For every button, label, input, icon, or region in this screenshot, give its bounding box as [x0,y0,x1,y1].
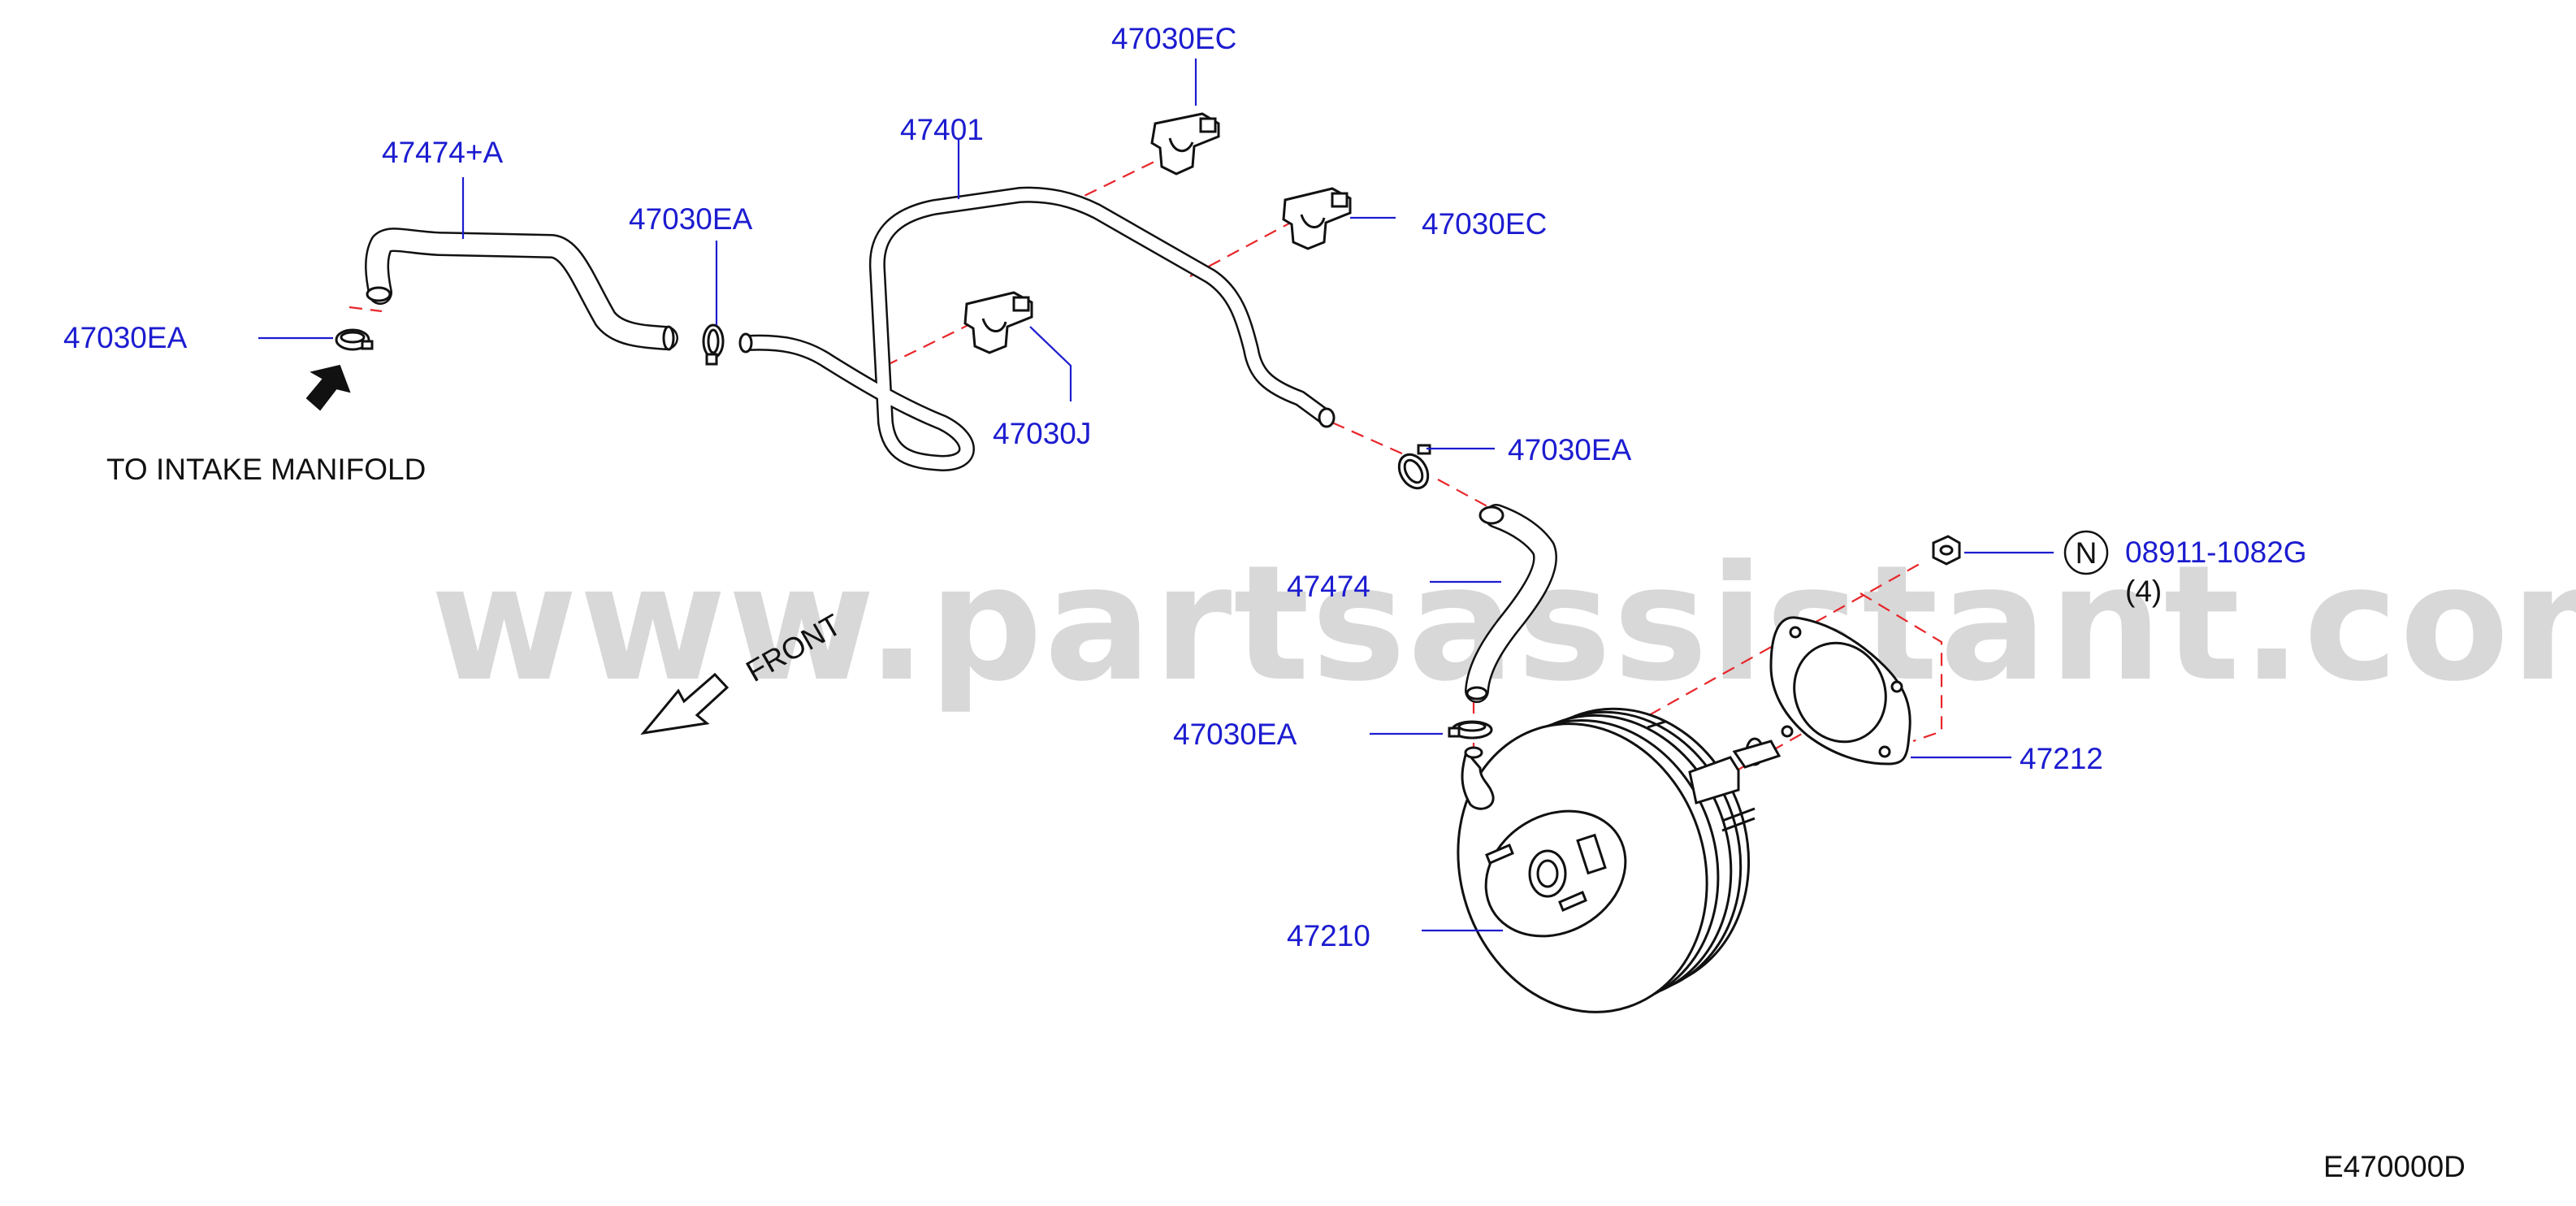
gasket-47212[interactable] [1769,616,1911,766]
part-label-08911-1082g[interactable]: 08911-1082G [2125,536,2307,569]
hose-47474-plus-a[interactable] [365,228,678,351]
nut-quantity: (4) [2125,575,2162,608]
to-intake-manifold-label: TO INTAKE MANIFOLD [106,453,426,486]
to-intake-manifold-arrow-icon [305,364,351,411]
tube-clip-j[interactable] [963,291,1033,354]
tube-clip-top[interactable] [1150,112,1220,176]
nut-08911-1082g[interactable] [1932,535,1961,566]
part-label-47401[interactable]: 47401 [900,113,984,146]
part-label-47030ea-right[interactable]: 47030EA [1508,433,1632,466]
part-label-47030ec-top[interactable]: 47030EC [1111,22,1236,55]
part-label-47474[interactable]: 47474 [1287,570,1370,603]
part-label-47030ea-lower[interactable]: 47030EA [1173,718,1297,751]
leader-lines [258,59,2054,932]
part-label-47030ec-right[interactable]: 47030EC [1422,207,1547,241]
n-symbol-letter: N [2076,536,2098,570]
part-label-47030ea-left[interactable]: 47030EA [63,321,188,354]
brake-booster-47210[interactable] [1422,676,1785,1044]
n-symbol-icon: N [2063,530,2109,575]
hose-clamp-lower[interactable] [1448,720,1493,740]
tube-clip-right[interactable] [1282,187,1352,250]
part-label-47030j[interactable]: 47030J [993,417,1091,450]
front-direction-arrow-icon [640,672,730,735]
part-label-47212[interactable]: 47212 [2020,742,2103,775]
vacuum-tube-47401[interactable] [738,186,1336,471]
hose-47474[interactable] [1465,504,1557,703]
hose-clamp-right[interactable] [1393,444,1434,493]
hose-clamp-left[interactable] [335,328,374,351]
part-label-47474-plus-a[interactable]: 47474+A [382,136,503,169]
hose-clamp-mid[interactable] [702,323,725,366]
part-label-47210[interactable]: 47210 [1287,919,1370,952]
part-label-47030ea-mid[interactable]: 47030EA [629,202,753,236]
diagram-code: E470000D [2323,1150,2466,1183]
